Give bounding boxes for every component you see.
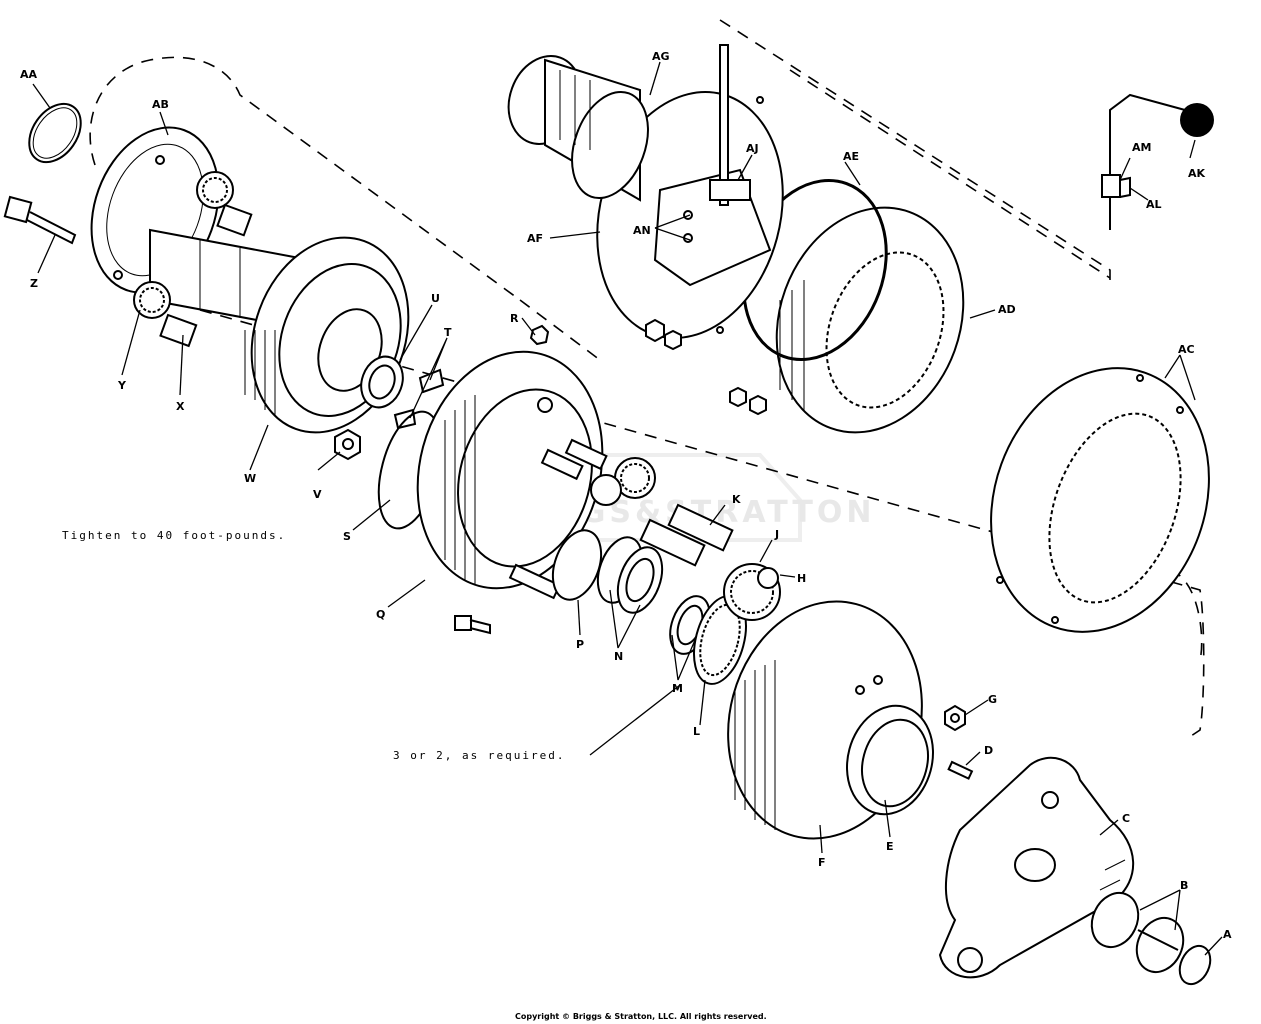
part-upper-pinion-gear (196, 171, 253, 237)
label-aj: AJ (746, 142, 759, 155)
label-y: Y (117, 379, 127, 392)
part-aj-lever (709, 44, 751, 206)
label-ad: AD (998, 303, 1016, 316)
part-ac-ring-gear (990, 367, 1210, 633)
label-m: M (672, 682, 683, 695)
part-al-am-clip (1101, 174, 1131, 198)
label-an: AN (633, 224, 651, 237)
part-k-spacers (639, 503, 734, 567)
part-ag-gear-assembly (507, 55, 649, 202)
label-n: N (614, 650, 623, 663)
label-w: W (244, 472, 256, 485)
label-s: S (343, 530, 351, 543)
part-j-h-gears (723, 563, 781, 621)
label-b: B (1180, 879, 1188, 892)
label-t: T (444, 326, 452, 339)
part-a-snap-ring (1178, 944, 1212, 986)
part-y-pinion-gear (133, 281, 198, 348)
label-l: L (693, 725, 700, 738)
label-k: K (732, 493, 741, 506)
part-aa-snap-ring (28, 102, 82, 164)
label-x: X (176, 400, 185, 413)
part-small-nuts (645, 318, 767, 416)
label-e: E (886, 840, 894, 853)
leader-lines (32, 61, 1223, 956)
part-z-bolt (3, 195, 77, 245)
label-al: AL (1146, 198, 1162, 211)
part-g-nut (944, 704, 966, 732)
part-q-housing (416, 350, 604, 590)
part-d-pin (947, 760, 974, 780)
label-af: AF (527, 232, 543, 245)
part-q-bolt (454, 615, 491, 635)
copyright-text: Copyright © Briggs & Stratton, LLC. All … (515, 1012, 767, 1021)
torque-note: Tighten to 40 foot-pounds. (62, 529, 286, 542)
part-labels: AA AB Z Y X W V U T S Q R P N M L K J H … (20, 50, 1232, 941)
label-r: R (510, 312, 519, 325)
label-g: G (988, 693, 997, 706)
part-ad-brake-drum (775, 206, 965, 434)
label-ak: AK (1188, 167, 1206, 180)
label-f: F (818, 856, 826, 869)
part-p-pins (508, 438, 608, 600)
label-aa: AA (20, 68, 38, 81)
part-b-bushings (1090, 891, 1185, 974)
label-c: C (1122, 812, 1130, 825)
part-e-bearing (846, 704, 934, 816)
label-ab: AB (152, 98, 169, 111)
label-v: V (313, 488, 322, 501)
assembly-dash-lines (89, 19, 1205, 741)
label-j: J (774, 528, 779, 541)
shims-note: 3 or 2, as required. (393, 749, 565, 762)
label-u: U (431, 292, 440, 305)
label-ac: AC (1178, 343, 1195, 356)
label-d: D (984, 744, 993, 757)
label-ag: AG (652, 50, 670, 63)
label-z: Z (30, 277, 38, 290)
part-n-washers (596, 536, 664, 614)
label-ae: AE (843, 150, 859, 163)
label-p: P (576, 638, 584, 651)
label-a: A (1223, 928, 1232, 941)
part-v-nut (334, 428, 361, 461)
part-ak-shift-lever (1109, 93, 1214, 230)
label-q: Q (376, 608, 385, 621)
label-h: H (797, 572, 806, 585)
label-am: AM (1132, 141, 1151, 154)
part-r-grease-fitting (529, 324, 550, 346)
part-p-gears (551, 457, 656, 601)
part-u-bushing (360, 355, 404, 409)
